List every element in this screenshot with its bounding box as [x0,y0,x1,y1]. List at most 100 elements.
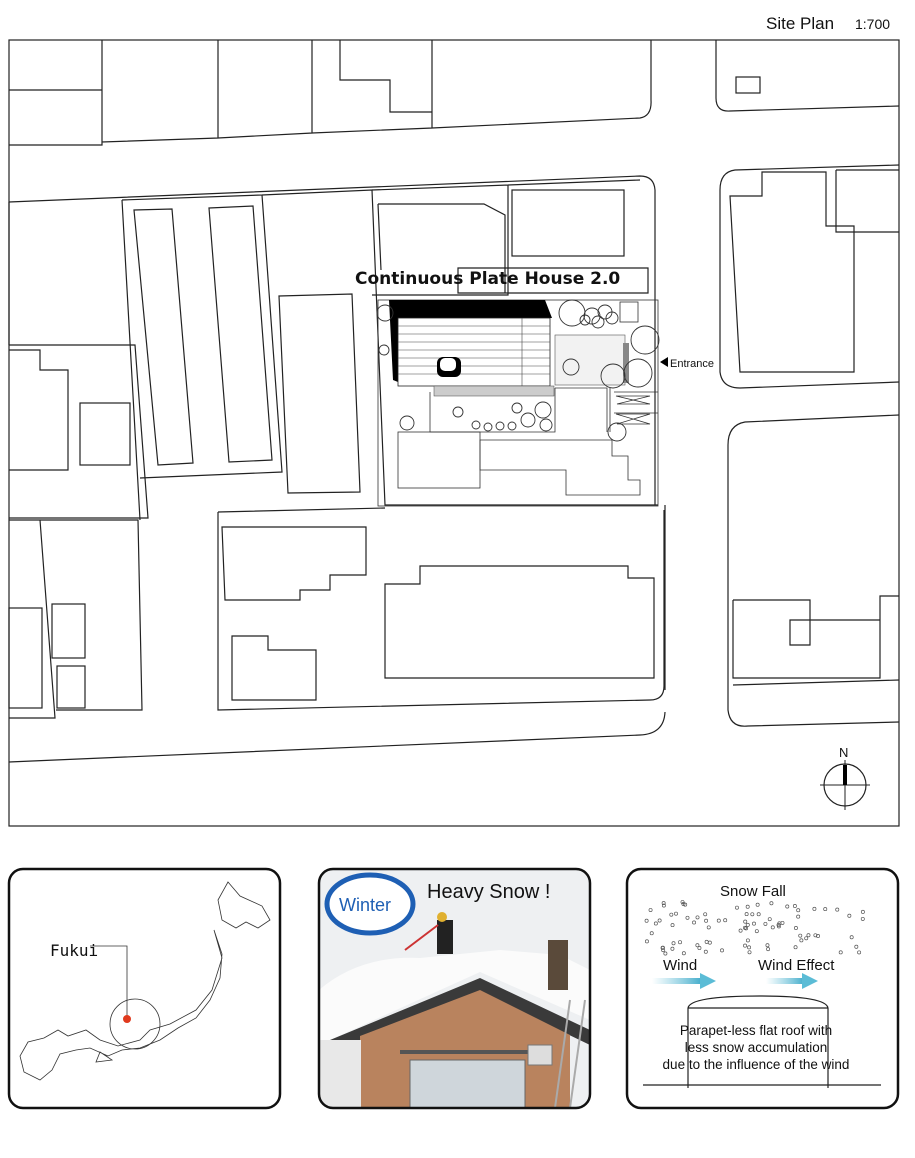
snow-dot [747,950,752,955]
japan-map [19,881,271,1081]
wind-label: Wind [663,957,697,974]
snow-dot [661,903,666,908]
sheet-title: Site Plan [766,14,834,33]
snow-dot [847,913,852,918]
snow-dot [695,915,700,920]
snow-dot [766,947,771,952]
snow-dot [823,907,828,912]
wind-effect-arrow-icon [766,973,818,989]
snow-dot [792,904,797,908]
site-plan-map [8,39,900,827]
snow-dot [706,925,711,930]
snow-dot [738,928,743,933]
snow-dot [735,905,739,910]
snow-dot [860,916,865,921]
snow-dot [649,931,654,936]
north-label: N [839,745,848,760]
snow-dot [752,921,756,926]
snow-dot [796,914,801,919]
fukui-marker [123,1015,131,1023]
snow-dot [660,945,665,950]
snow-dot [671,941,676,946]
project-house-plan: Continuous Plate House 2.0 Entrance [355,269,714,507]
snow-dot [769,901,774,906]
entrance-arrow-icon [660,357,668,367]
snow-dot [812,906,817,911]
snow-dot [743,943,748,948]
snow-dot [697,946,702,950]
snow-dot [745,922,750,927]
snow-dot [695,943,700,948]
snow-dot [678,940,682,945]
snow-dot [763,921,768,926]
snow-dot [756,912,761,917]
snow-dot [670,946,675,951]
snow-dot [765,943,770,948]
snow-dot [680,900,685,904]
snow-dot [683,902,688,907]
entrance-label: Entrance [670,358,714,370]
description-line-2: less snow accumulation [685,1040,828,1055]
snow-dot [838,950,843,955]
wind-diagram-panel: Snow Fall Wind Wind Effect Parapet-less … [625,867,900,1110]
snow-dot [793,925,798,930]
scale-label: 1:700 [855,16,890,32]
snow-dot [754,929,759,934]
snow-dot [742,925,747,930]
location-map-panel: Fukui [7,867,282,1110]
snow-dot [806,933,811,938]
snow-dot [745,938,750,943]
snow-dot [648,908,653,912]
snow-dot [745,904,750,909]
snow-dot [767,917,772,922]
snow-dot [644,939,649,944]
snow-dot [793,945,798,950]
snow-dot [804,936,809,941]
snow-dot [674,911,678,916]
snow-dot [723,918,728,923]
snow-dot [813,933,818,938]
snow-dot [857,950,862,955]
snow-dot [747,945,751,950]
snow-dot [796,908,801,913]
snow-dot [799,938,804,943]
snow-dot [685,915,690,920]
snow-dot [785,904,790,909]
snow-dot [860,909,865,914]
north-arrow-icon [820,760,870,810]
winter-label: Winter [339,895,391,915]
snow-dot [854,944,859,949]
snow-dot [661,901,666,906]
snow-dot [669,912,674,917]
snow-dot [703,912,708,917]
description-line-1: Parapet-less flat roof with [680,1023,832,1038]
snow-dot [704,918,709,923]
snow-dot [744,912,749,917]
snow-dot [661,948,666,953]
wind-effect-label: Wind Effect [758,957,835,974]
wind-arrow-icon [652,973,716,989]
snow-dot [663,951,668,956]
snow-dot [743,919,748,924]
description-line-3: due to the influence of the wind [663,1057,850,1072]
snow-dot [657,918,662,923]
snow-dot [776,924,781,929]
snow-dot [670,923,675,928]
snow-dot [720,948,724,953]
snow-dot [653,921,658,926]
snow-dot [704,939,709,944]
snow-dot [681,901,686,906]
snow-fall-title: Snow Fall [720,883,786,900]
fukui-label: Fukui [50,941,98,960]
snow-dot [780,920,785,925]
heavy-snow-caption: Heavy Snow ! [427,881,550,903]
snow-dot [692,920,697,925]
snow-dot [798,933,803,938]
snow-dot [755,902,760,907]
snow-dot [835,907,840,912]
snow-dot [770,925,775,930]
snow-dots [644,900,865,956]
snow-photo-panel: Winter Heavy Snow ! [317,867,592,1110]
snow-dot [681,951,686,956]
